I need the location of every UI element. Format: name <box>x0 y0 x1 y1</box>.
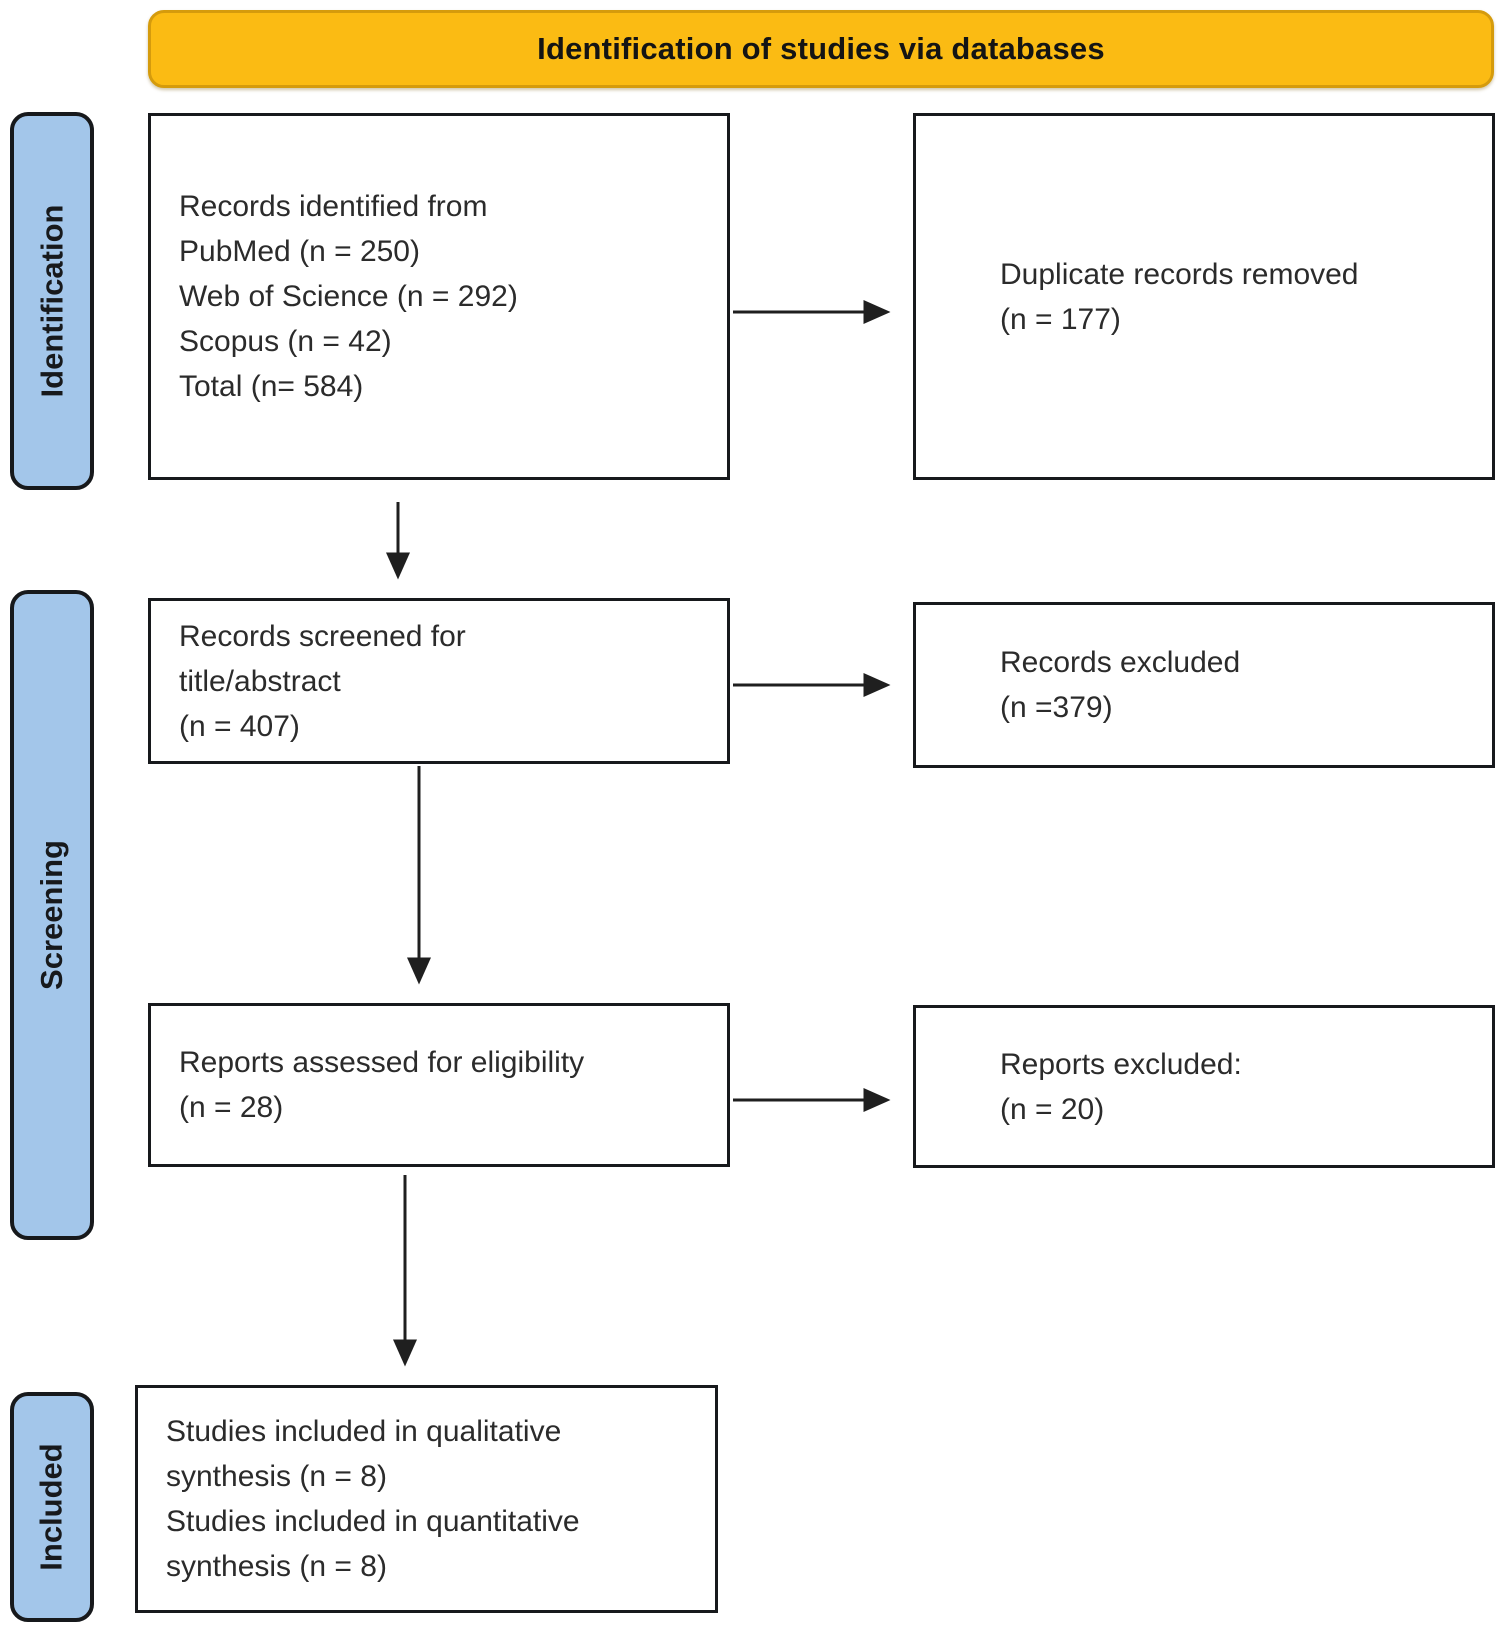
stage-label-screening-text: Screening <box>34 840 70 990</box>
box-studies-included: Studies included in qualitative synthesi… <box>135 1385 718 1613</box>
box-records-identified-line: PubMed (n = 250) <box>179 235 420 268</box>
box-studies-included-line: synthesis (n = 8) <box>166 1550 387 1583</box>
box-duplicates-removed-line: Duplicate records removed <box>1000 257 1359 291</box>
box-reports-assessed: Reports assessed for eligibility (n = 28… <box>148 1003 730 1167</box>
stage-label-identification: Identification <box>10 112 94 490</box>
box-records-screened-line: (n = 407) <box>179 709 300 743</box>
stage-label-identification-text: Identification <box>34 204 70 398</box>
header-banner: Identification of studies via databases <box>148 10 1494 88</box>
box-records-excluded: Records excluded (n =379) <box>913 602 1495 768</box>
box-reports-excluded-line: (n = 20) <box>1000 1092 1105 1126</box>
box-records-identified-line: Web of Science (n = 292) <box>179 280 518 313</box>
box-reports-assessed-line: (n = 28) <box>179 1091 284 1124</box>
box-records-screened: Records screened for title/abstract (n =… <box>148 598 730 764</box>
box-records-identified-line: Scopus (n = 42) <box>179 325 392 358</box>
box-reports-excluded-line: Reports excluded: <box>1000 1047 1242 1081</box>
box-studies-included-line: Studies included in qualitative <box>166 1415 562 1448</box>
box-records-identified-line: Records identified from <box>179 190 488 223</box>
box-studies-included-line: Studies included in quantitative <box>166 1505 580 1538</box>
box-records-identified: Records identified from PubMed (n = 250)… <box>148 113 730 480</box>
box-records-excluded-line: Records excluded <box>1000 646 1241 679</box>
box-records-screened-line: Records screened for <box>179 619 466 653</box>
stage-label-screening: Screening <box>10 590 94 1240</box>
box-records-excluded-line: (n =379) <box>1000 691 1113 724</box>
box-records-identified-line: Total (n= 584) <box>179 370 364 403</box>
header-title: Identification of studies via databases <box>537 31 1105 66</box>
box-records-screened-line: title/abstract <box>179 664 341 698</box>
stage-label-included: Included <box>10 1392 94 1622</box>
box-reports-excluded: Reports excluded: (n = 20) <box>913 1005 1495 1168</box>
box-duplicates-removed-line: (n = 177) <box>1000 302 1121 336</box>
box-reports-assessed-line: Reports assessed for eligibility <box>179 1046 585 1079</box>
stage-label-included-text: Included <box>34 1443 70 1571</box>
box-duplicates-removed: Duplicate records removed (n = 177) <box>913 113 1495 480</box>
box-studies-included-line: synthesis (n = 8) <box>166 1460 387 1493</box>
